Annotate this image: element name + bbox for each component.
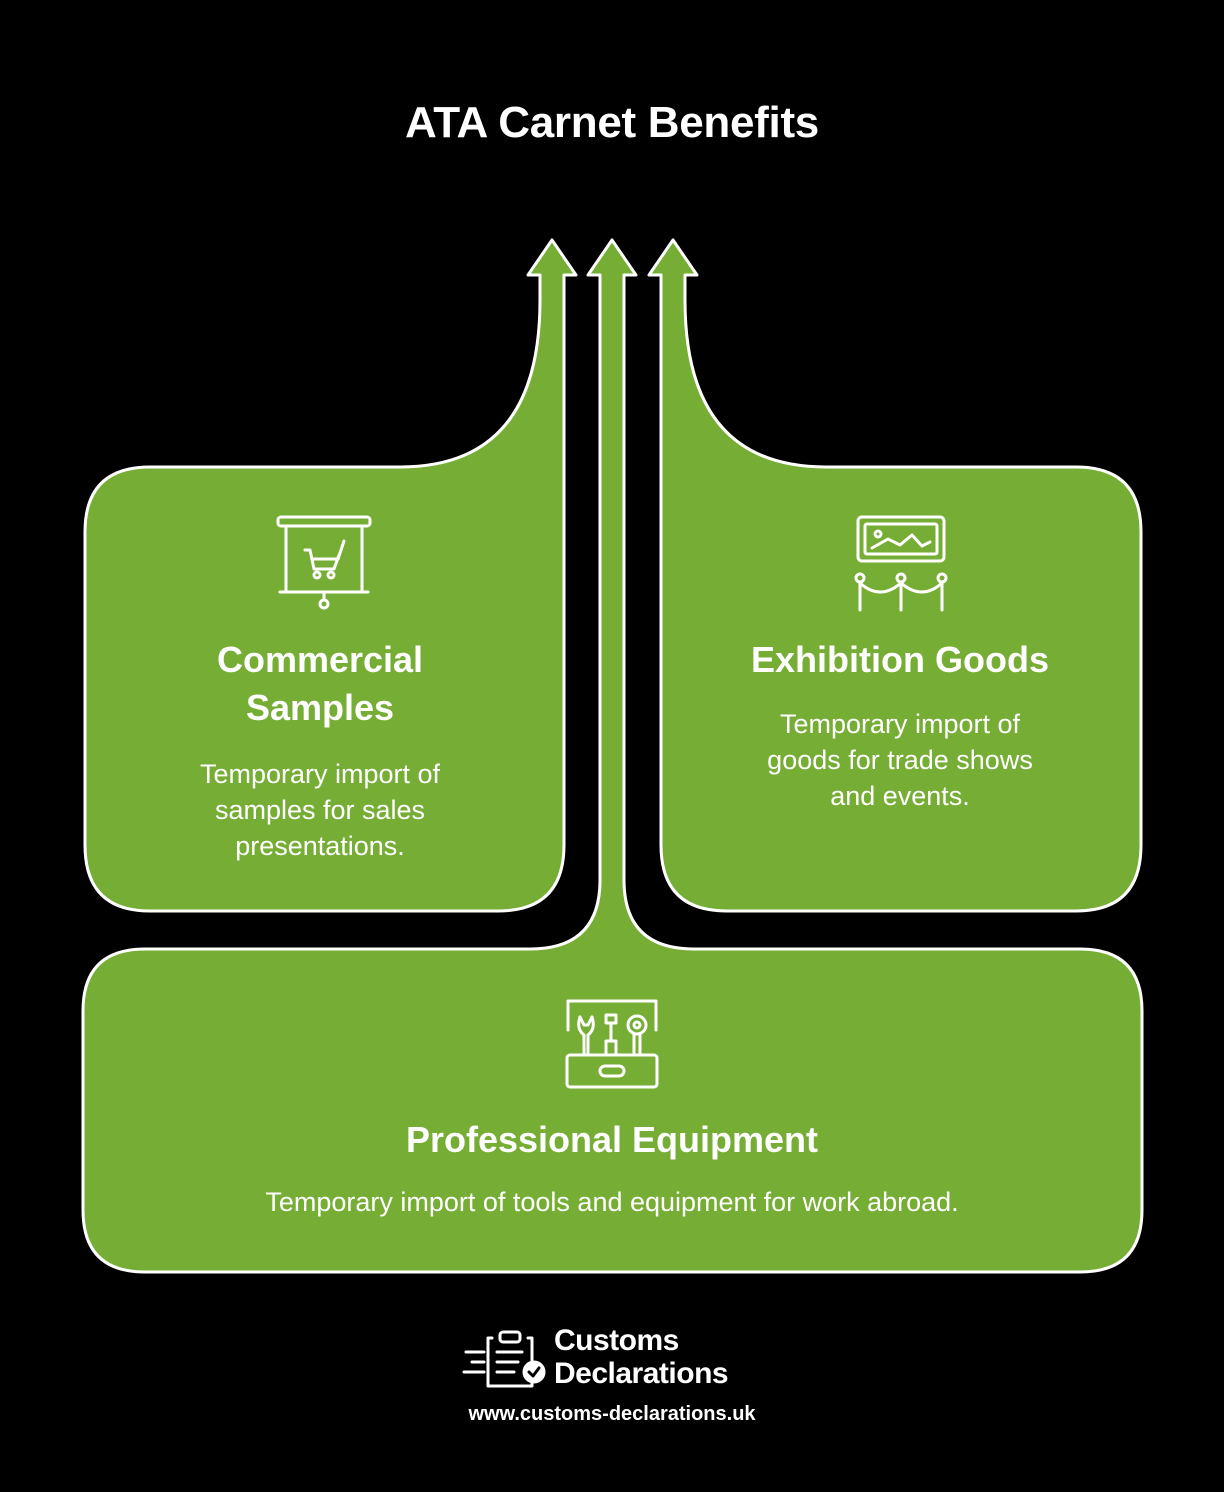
commercial-samples-desc-line: presentations.: [235, 831, 405, 861]
professional-equipment-text: Professional Equipment Temporary import …: [150, 1116, 1074, 1220]
page-title: ATA Carnet Benefits: [405, 98, 819, 147]
commercial-samples-card: [83, 238, 578, 913]
exhibition-display-icon: [850, 513, 954, 615]
commercial-samples-title-line: Commercial: [216, 639, 424, 680]
exhibition-goods-desc-line: Temporary import of: [779, 709, 1021, 739]
clipboard-check-icon: [462, 1330, 546, 1388]
exhibition-goods-desc-line: and events.: [830, 781, 970, 811]
exhibition-goods-description: Temporary import of goods for trade show…: [700, 706, 1100, 814]
toolbox-icon: [562, 995, 662, 1093]
commercial-samples-title: Commercial Samples: [120, 636, 520, 732]
commercial-samples-title-line: Samples: [245, 687, 395, 728]
brand-logo: Customs Declarations: [462, 1324, 762, 1394]
commercial-samples-desc-line: samples for sales: [214, 795, 426, 825]
presentation-cart-icon: [272, 513, 376, 613]
exhibition-goods-card: [647, 238, 1143, 913]
brand-name-line: Declarations: [554, 1357, 729, 1390]
commercial-samples-text: Commercial Samples Temporary import of s…: [120, 636, 520, 864]
professional-equipment-card: [81, 238, 1144, 1274]
exhibition-goods-desc-line: goods for trade shows: [767, 745, 1033, 775]
brand-name-line: Customs: [554, 1324, 679, 1357]
exhibition-goods-text: Exhibition Goods Temporary import of goo…: [700, 636, 1100, 814]
professional-equipment-description: Temporary import of tools and equipment …: [265, 1187, 959, 1217]
exhibition-goods-title: Exhibition Goods: [751, 639, 1049, 680]
professional-equipment-title: Professional Equipment: [405, 1119, 819, 1160]
brand-name: Customs Declarations: [554, 1324, 729, 1390]
commercial-samples-desc-line: Temporary import of: [199, 759, 441, 789]
commercial-samples-description: Temporary import of samples for sales pr…: [120, 756, 520, 864]
website-url[interactable]: www.customs-declarations.uk: [468, 1403, 756, 1425]
